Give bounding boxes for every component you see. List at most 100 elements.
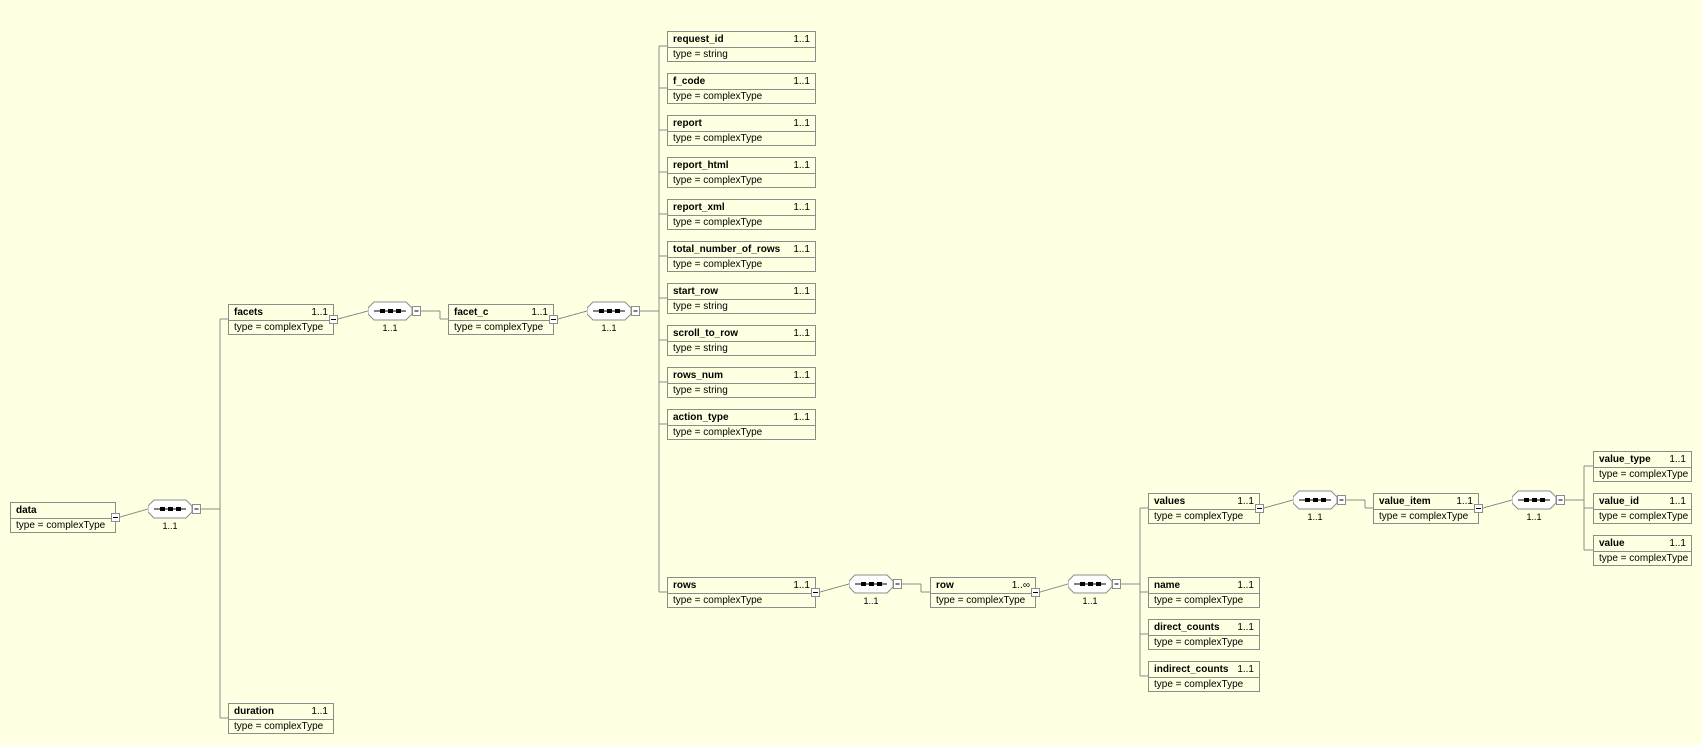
sequence-icon[interactable] [1512, 488, 1568, 512]
occurrence-label: 1..1 [793, 118, 810, 129]
collapse-toggle-icon[interactable] [329, 315, 338, 324]
collapse-toggle-icon[interactable] [1031, 588, 1040, 597]
element-name: report_html [673, 160, 729, 171]
element-type: type = complexType [1154, 511, 1244, 522]
sequence-occurrence-label: 1..1 [1526, 512, 1542, 522]
occurrence-label: 1..1 [531, 307, 548, 318]
occurrence-label: 1..1 [793, 76, 810, 87]
collapse-toggle-icon[interactable] [811, 588, 820, 597]
element-name: value_id [1599, 496, 1640, 507]
sequence-icon[interactable] [1068, 572, 1124, 596]
element-type: type = complexType [234, 721, 324, 732]
sequence-occurrence-label: 1..1 [1307, 512, 1323, 522]
element-header: rows_num 1..1 [668, 368, 815, 384]
occurrence-label: 1..1 [311, 307, 328, 318]
element-name: rows_num [673, 370, 724, 381]
element-name: report_xml [673, 202, 725, 213]
element-name: name [1154, 580, 1181, 591]
element-name: indirect_counts [1154, 664, 1229, 675]
occurrence-label: 1..1 [793, 412, 810, 423]
element-type: type = complexType [1599, 469, 1689, 480]
element-type: type = complexType [673, 133, 763, 144]
element-header: data [11, 503, 115, 519]
element-type: type = complexType [1599, 553, 1689, 564]
occurrence-label: 1..1 [1669, 454, 1686, 465]
occurrence-label: 1..1 [1456, 496, 1473, 507]
element-name: request_id [673, 34, 724, 45]
collapse-toggle-icon[interactable] [549, 315, 558, 324]
sequence-icon[interactable] [1293, 488, 1349, 512]
element-type: type = complexType [1379, 511, 1469, 522]
collapse-toggle-icon[interactable] [111, 513, 120, 522]
element-name: f_code [673, 76, 706, 87]
element-type: type = complexType [673, 175, 763, 186]
sequence-icon[interactable] [368, 299, 424, 323]
occurrence-label: 1..1 [1237, 664, 1254, 675]
collapse-toggle-icon[interactable] [1474, 504, 1483, 513]
element-name: direct_counts [1154, 622, 1220, 633]
connector-line [337, 310, 369, 320]
occurrence-label: 1..1 [311, 706, 328, 717]
element-type: type = string [673, 301, 728, 312]
sequence-icon[interactable] [587, 299, 643, 323]
element-header: value_id 1..1 [1594, 494, 1691, 510]
element-name: data [16, 505, 37, 516]
occurrence-label: 1..1 [1669, 496, 1686, 507]
sequence-occurrence-label: 1..1 [162, 521, 178, 531]
element-type: type = complexType [673, 427, 763, 438]
collapse-toggle-icon[interactable] [1255, 504, 1264, 513]
element-name: total_number_of_rows [673, 244, 781, 255]
element-header: f_code 1..1 [668, 74, 815, 90]
element-type: type = complexType [234, 322, 324, 333]
occurrence-label: 1..1 [793, 370, 810, 381]
occurrence-label: 1..1 [1237, 622, 1254, 633]
element-header: direct_counts 1..1 [1149, 620, 1259, 636]
element-name: scroll_to_row [673, 328, 739, 339]
occurrence-label: 1..1 [1237, 580, 1254, 591]
occurrence-label: 1..1 [793, 286, 810, 297]
element-name: rows [673, 580, 697, 591]
element-name: duration [234, 706, 274, 717]
element-type: type = complexType [673, 259, 763, 270]
element-duration[interactable]: duration 1..1 type = complexType [228, 703, 334, 734]
sequence-occurrence-label: 1..1 [863, 596, 879, 606]
sequence-icon[interactable] [148, 497, 204, 521]
element-header: name 1..1 [1149, 578, 1259, 594]
sequence-icon[interactable] [849, 572, 905, 596]
element-type: type = complexType [673, 595, 763, 606]
occurrence-label: 1..1 [1669, 538, 1686, 549]
